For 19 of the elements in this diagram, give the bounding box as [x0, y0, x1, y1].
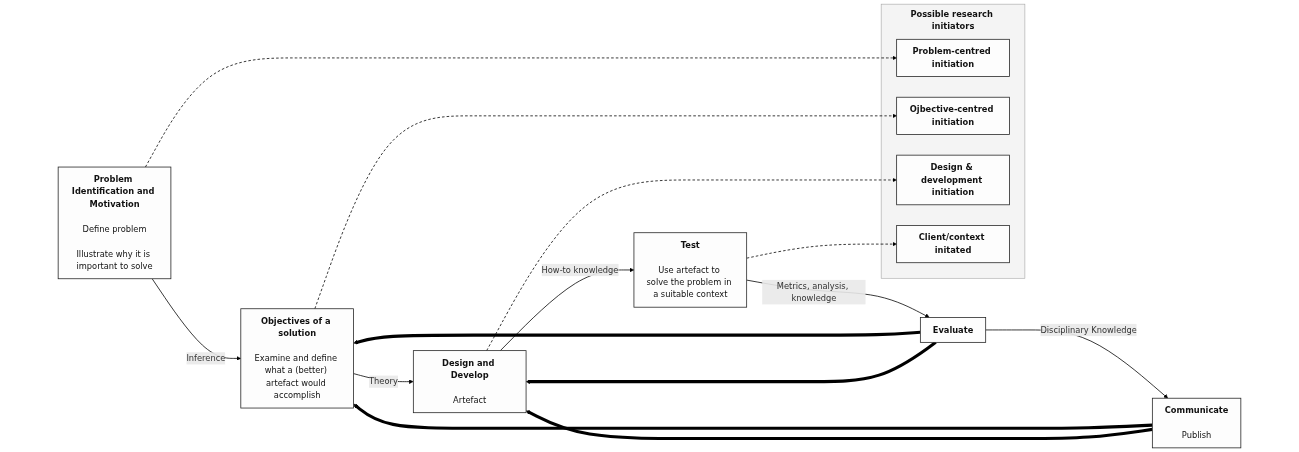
- edge-label: Metrics, analysis, knowledge: [776, 280, 849, 304]
- node-box: Communicate Publish: [1151, 397, 1242, 449]
- node-box: Design & development initiation: [896, 154, 1010, 206]
- arrow: [353, 330, 921, 345]
- node-box: Ojbective-centred initiation: [896, 96, 1010, 135]
- node-box: Evaluate: [919, 317, 987, 343]
- edge-label: Disciplinary Knowledge: [1040, 324, 1137, 335]
- edge-label: Inference: [186, 353, 226, 364]
- edge-label: How-to knowledge: [541, 264, 619, 275]
- edge-label: Theory: [369, 376, 398, 387]
- node-box: Problem-centred initiation: [896, 38, 1010, 77]
- node-box: Objectives of a solution Examine and define what a (better) artefact would accomplish: [240, 308, 354, 409]
- arrow: [353, 403, 1153, 430]
- arrow: [525, 341, 937, 384]
- node-box: Client/context initated: [896, 225, 1010, 264]
- node-box: Test Use artefact to solve the problem in a suitable context: [633, 232, 748, 308]
- arrow: [525, 410, 1153, 441]
- node-box: Design and Develop Artefact: [412, 350, 527, 414]
- node-box: Problem Identification and Motivation Define problem Illustrate why it is important to solve: [57, 166, 172, 280]
